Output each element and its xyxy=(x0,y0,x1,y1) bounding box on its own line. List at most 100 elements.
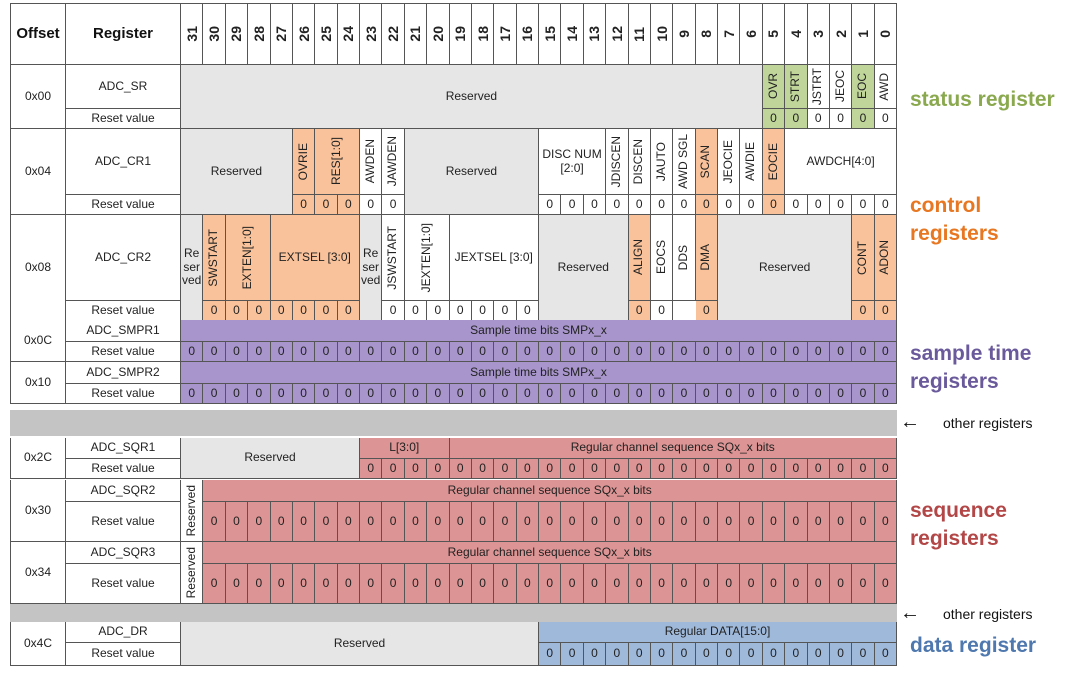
reset-bit: 0 xyxy=(337,195,360,215)
reset-value-label: Reset value xyxy=(66,564,181,604)
reset-bit: 0 xyxy=(427,459,450,479)
reset-bit: 0 xyxy=(225,342,249,362)
reset-bit: 0 xyxy=(785,342,808,362)
register-name: ADC_CR1 xyxy=(66,129,181,195)
reset-bit: 0 xyxy=(561,195,584,215)
other-registers-gap xyxy=(10,604,897,622)
reset-bit: 0 xyxy=(583,342,607,362)
reset-bit: 0 xyxy=(740,384,763,404)
reset-bit: 0 xyxy=(583,643,607,666)
bit-field: JEOC xyxy=(829,65,853,109)
reset-bit: 0 xyxy=(807,384,830,404)
bit-field: DISC NUM [2:0] xyxy=(539,129,607,195)
reset-bit: 0 xyxy=(718,459,741,479)
bit-header: 20 xyxy=(427,3,450,65)
reset-bit: 0 xyxy=(516,459,539,479)
reset-bit: 0 xyxy=(449,384,472,404)
bit-header: 13 xyxy=(583,3,607,65)
reset-bit: 0 xyxy=(695,564,718,604)
reset-bit: 0 xyxy=(225,384,249,404)
reset-bit: 0 xyxy=(718,342,741,362)
reset-bit: 0 xyxy=(360,459,383,479)
reset-bit: 0 xyxy=(471,502,495,542)
reset-bit: 0 xyxy=(449,564,472,604)
arrow-left-icon: ← xyxy=(900,602,920,624)
group-label-data: data register xyxy=(910,634,1037,657)
bit-field: AWD SGL xyxy=(673,129,696,195)
bit-header: 1 xyxy=(852,3,875,65)
bit-field: L[3:0] xyxy=(360,438,450,459)
reset-bit: 0 xyxy=(874,384,897,404)
reset-bit: 0 xyxy=(762,564,786,604)
reset-bit: 0 xyxy=(181,342,204,362)
reset-bit: 0 xyxy=(606,195,629,215)
reset-bit: 0 xyxy=(829,502,853,542)
reset-bit: 0 xyxy=(292,301,316,321)
bit-field: ALIGN xyxy=(628,215,651,301)
register-offset: 0x2C xyxy=(10,438,66,479)
reset-bit: 0 xyxy=(583,564,607,604)
reset-bit: 0 xyxy=(583,384,607,404)
reset-bit: 0 xyxy=(360,342,383,362)
reset-bit: 0 xyxy=(606,502,629,542)
reset-bit: 0 xyxy=(718,195,741,215)
bit-header: 30 xyxy=(203,3,226,65)
reset-bit: 0 xyxy=(471,384,495,404)
reset-bit: 0 xyxy=(695,384,718,404)
register-offset: 0x30 xyxy=(10,480,66,542)
reset-bit: 0 xyxy=(494,342,517,362)
reset-bit: 0 xyxy=(740,564,763,604)
bit-header: 2 xyxy=(829,3,853,65)
reset-bit: 0 xyxy=(315,195,338,215)
bit-field: AWDIE xyxy=(740,129,763,195)
bit-field: EOCIE xyxy=(762,129,786,195)
reset-bit: 0 xyxy=(740,643,763,666)
reset-bit: 0 xyxy=(404,459,428,479)
reset-bit: 0 xyxy=(561,564,584,604)
bit-field: JDISCEN xyxy=(606,129,629,195)
bit-header: 19 xyxy=(449,3,472,65)
reset-bit: 0 xyxy=(181,384,204,404)
reset-bit: 0 xyxy=(203,342,226,362)
reset-bit: 0 xyxy=(829,384,853,404)
reset-bit: 0 xyxy=(427,301,450,321)
bit-field: Re ser ved xyxy=(181,215,204,321)
reset-value-label: Reset value xyxy=(66,109,181,129)
reset-bit: 0 xyxy=(650,195,674,215)
header-offset: Offset xyxy=(10,3,66,65)
reset-bit: 0 xyxy=(270,564,293,604)
reset-bit: 0 xyxy=(852,195,875,215)
reset-bit: 0 xyxy=(762,109,786,129)
bit-field: AWDEN xyxy=(360,129,383,195)
reset-bit: 0 xyxy=(762,643,786,666)
reset-bit: 0 xyxy=(650,502,674,542)
reset-bit: 0 xyxy=(606,564,629,604)
bit-field: JSWSTART xyxy=(382,215,405,301)
reset-bit: 0 xyxy=(539,643,562,666)
bit-field: Reserved xyxy=(181,129,293,215)
bit-field: AWDCH[4:0] xyxy=(785,129,897,195)
reset-bit: 0 xyxy=(315,502,338,542)
reset-bit: 0 xyxy=(404,301,428,321)
reset-bit: 0 xyxy=(650,643,674,666)
bit-header: 10 xyxy=(650,3,674,65)
reset-bit: 0 xyxy=(494,459,517,479)
bit-field: SWSTART xyxy=(203,215,226,301)
reset-bit: 0 xyxy=(404,502,428,542)
reset-bit: 0 xyxy=(852,643,875,666)
bit-header: 8 xyxy=(695,3,718,65)
bit-field: Reserved xyxy=(404,129,539,215)
bit-header: 3 xyxy=(807,3,830,65)
bit-field: Re ser ved xyxy=(360,215,383,321)
bit-header: 29 xyxy=(225,3,249,65)
reset-bit: 0 xyxy=(628,195,651,215)
reset-bit: 0 xyxy=(852,502,875,542)
reset-bit: 0 xyxy=(360,195,383,215)
bit-header: 22 xyxy=(382,3,405,65)
other-registers-note: other registers xyxy=(943,606,1033,622)
reset-bit: 0 xyxy=(382,195,405,215)
reset-bit: 0 xyxy=(852,342,875,362)
bit-field: Reserved xyxy=(181,622,539,666)
reset-bit: 0 xyxy=(829,195,853,215)
